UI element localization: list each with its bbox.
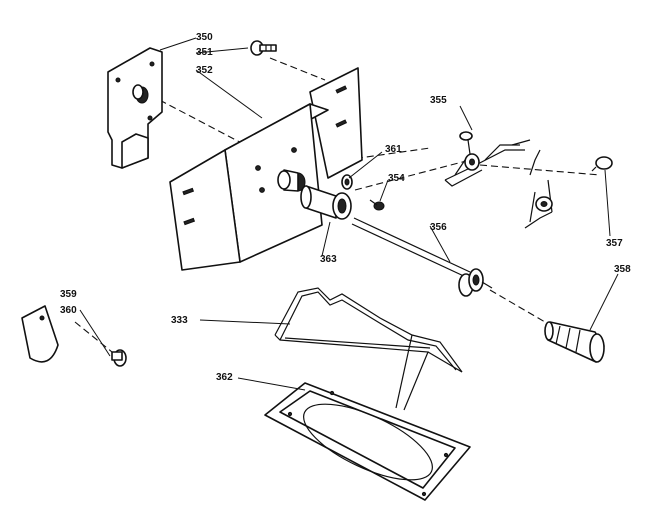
label-359: 359 <box>60 289 77 300</box>
part-333-rack <box>274 287 463 411</box>
label-362: 362 <box>216 372 233 383</box>
label-357: 357 <box>606 238 623 249</box>
label-355: 355 <box>430 95 447 106</box>
label-361: 361 <box>385 144 402 155</box>
label-358: 358 <box>614 264 631 275</box>
part-359-clip <box>21 305 59 363</box>
part-352-motor-bracket <box>169 67 363 271</box>
label-360: 360 <box>60 305 77 316</box>
label-333: 333 <box>171 315 188 326</box>
label-352: 352 <box>196 65 213 76</box>
part-356-spit-rod <box>351 217 493 297</box>
part-363-sleeve <box>300 185 352 220</box>
part-355-spit-fork <box>444 131 553 229</box>
label-350: 350 <box>196 32 213 43</box>
part-354-screw <box>369 199 385 211</box>
part-362-drip-pan <box>264 382 471 501</box>
part-357-thumb-screw <box>591 156 613 172</box>
part-labels: 350 351 352 333 359 360 362 355 361 354 … <box>60 32 631 383</box>
label-351: 351 <box>196 47 213 58</box>
label-363: 363 <box>320 254 337 265</box>
part-358-handle <box>544 321 605 363</box>
leader-lines <box>79 37 619 391</box>
part-360-screw <box>111 349 127 367</box>
part-361-washer <box>341 174 353 190</box>
label-356: 356 <box>430 222 447 233</box>
label-354: 354 <box>388 173 405 184</box>
part-351-screw <box>250 40 277 56</box>
part-350-side-plate <box>107 47 163 169</box>
